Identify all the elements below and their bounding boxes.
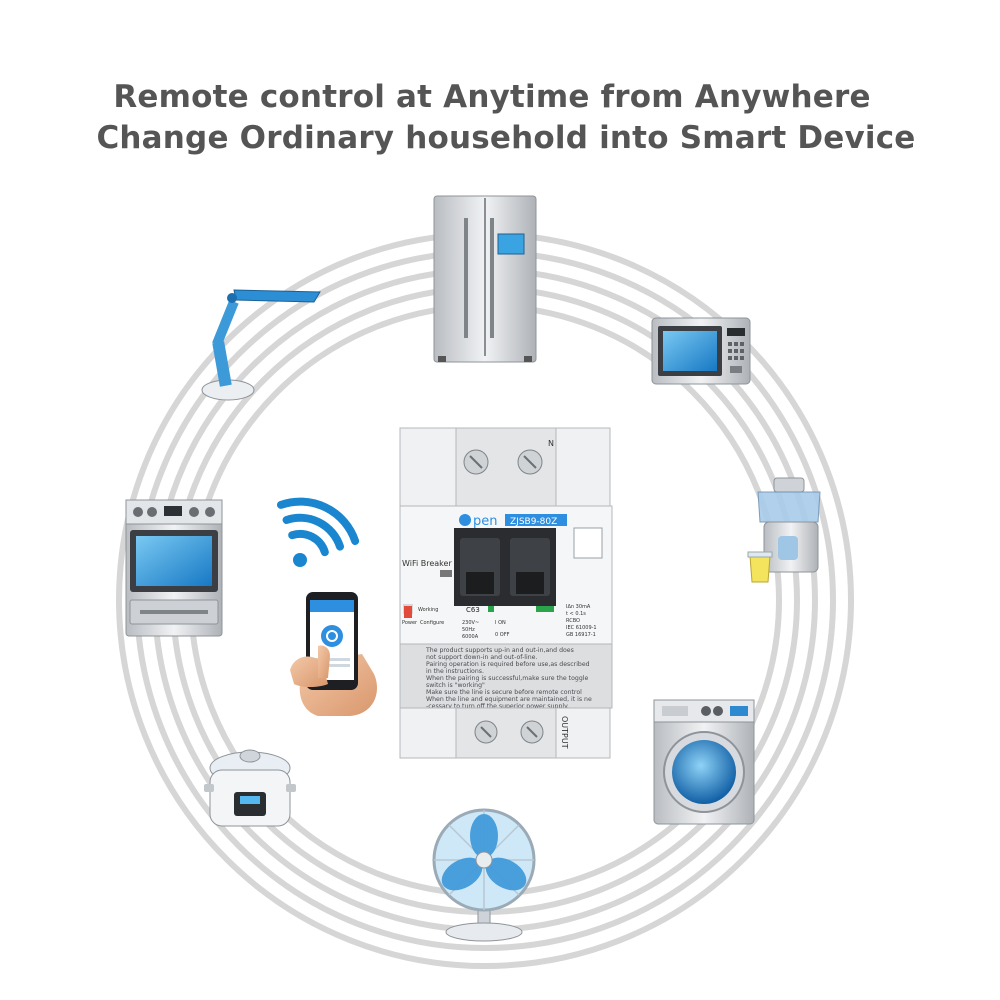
- rice-cooker-icon: [204, 749, 296, 827]
- note-line: When the pairing is successful,make sure…: [426, 675, 588, 682]
- refrigerator-icon: [433, 195, 537, 363]
- off-label: 0 OFF: [495, 632, 510, 638]
- juicer-icon: [747, 477, 821, 583]
- microwave-icon: [651, 317, 751, 385]
- desk-lamp-icon: [201, 289, 321, 401]
- trip-time-label: t < 0.1s: [566, 611, 586, 617]
- hand-with-phone: [290, 592, 377, 716]
- device-name-label: WiFi Breaker: [402, 559, 452, 568]
- note-line: not support down-in and out-of-line.: [426, 654, 537, 661]
- oven-icon: [125, 499, 223, 637]
- note-line: Make sure the line is secure before remo…: [426, 689, 582, 696]
- type-label: RCBO: [566, 618, 580, 624]
- brand-label: pen: [473, 514, 498, 529]
- on-label: I ON: [495, 620, 506, 626]
- notes-block: The product supports up-in and out-in,an…: [425, 647, 592, 710]
- note-line: switch is "working": [426, 682, 485, 689]
- voltage-label: 230V~: [462, 620, 479, 626]
- frequency-label: 50Hz: [462, 627, 475, 633]
- note-line: Pairing operation is required before use…: [426, 661, 590, 668]
- residual-label: IΔn 30mA: [566, 604, 591, 610]
- fan-icon: [432, 808, 536, 942]
- terminal-label-n: N: [548, 439, 554, 448]
- note-line: in the instructions.: [426, 668, 484, 675]
- wifi-breaker-device: N pen ZJSB9-80Z WiFi Breaker Working Pow…: [399, 427, 613, 759]
- standard-2-label: GB 16917-1: [566, 632, 596, 638]
- note-line: -cessary to turn off the superior power …: [426, 703, 569, 710]
- wifi-icon: [276, 497, 360, 567]
- washing-machine-icon: [653, 699, 755, 825]
- status-power: Power: [402, 620, 418, 626]
- output-label: OUTPUT: [560, 716, 569, 749]
- status-config: Configure: [420, 620, 444, 626]
- headline-line-1: Remote control at Anytime from Anywhere: [113, 79, 871, 115]
- capacity-label: 6000A: [462, 634, 479, 640]
- test-button[interactable]: [573, 527, 603, 559]
- note-line: The product supports up-in and out-in,an…: [425, 647, 574, 654]
- status-working: Working: [418, 607, 438, 613]
- rating-label: C63: [466, 606, 480, 614]
- model-label: ZJSB9-80Z: [510, 517, 557, 527]
- headline-line-2: Change Ordinary household into Smart Dev…: [96, 120, 916, 156]
- note-line: When the line and equipment are maintain…: [426, 696, 592, 703]
- standard-1-label: IEC 61009-1: [566, 625, 597, 631]
